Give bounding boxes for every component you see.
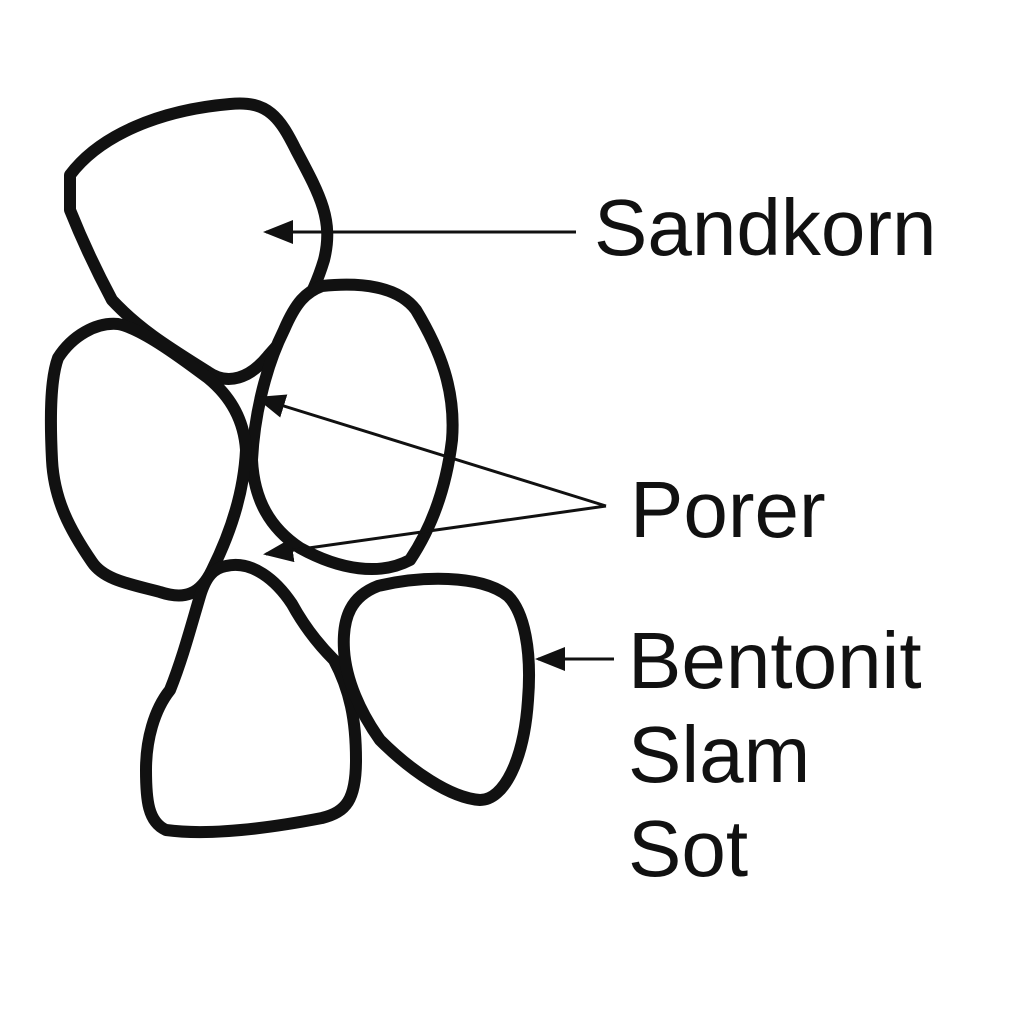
label-porer: Porer [630,465,826,554]
sand-grain-bottom-left [140,558,362,839]
sand-grain-left [44,317,252,602]
label-sandkorn: Sandkorn [594,183,937,272]
sand-grain-bottom-right [337,572,536,806]
porer-arrow-upper [255,394,607,508]
label-bentonit-line-3: Sot [628,804,749,893]
label-bentonit-line-2: Slam [628,710,811,799]
label-bentonit-line-1: Bentonit [628,616,922,705]
porer-arrow-lower [263,504,607,563]
label-bentonit-slam-sot: Bentonit Slam Sot [628,614,922,896]
